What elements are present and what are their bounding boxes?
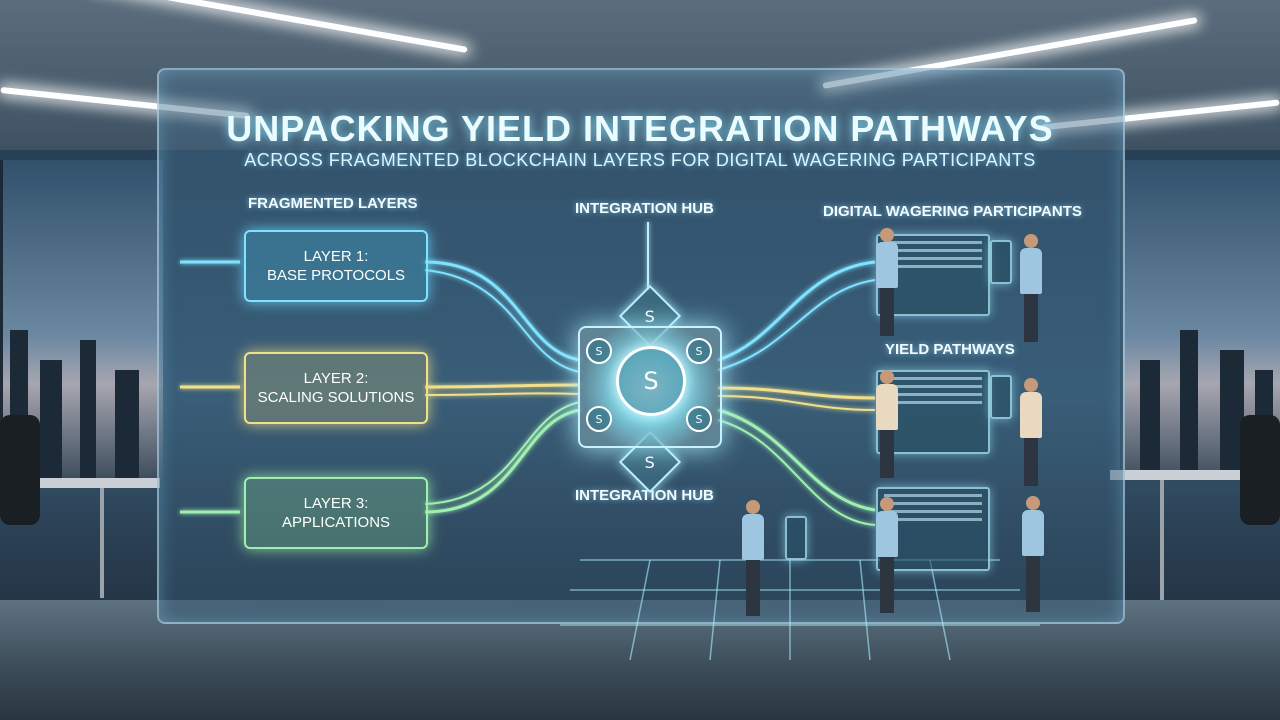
hub-node-icon: S <box>586 406 612 432</box>
hub-node-symbol: S <box>595 412 603 426</box>
section-label-digital-wagering-participants: DIGITAL WAGERING PARTICIPANTS <box>823 203 1082 220</box>
participant-person <box>876 497 898 613</box>
city-skyline <box>1180 330 1198 480</box>
layer-1-box: LAYER 1: BASE PROTOCOLS <box>244 230 428 302</box>
hub-node-icon: S <box>586 338 612 364</box>
chair <box>1240 415 1280 525</box>
desk <box>1110 470 1280 480</box>
layer-2-box: LAYER 2: SCALING SOLUTIONS <box>244 352 428 424</box>
layer-2-subtitle: SCALING SOLUTIONS <box>257 389 415 406</box>
page-title: UNPACKING YIELD INTEGRATION PATHWAYS <box>226 108 1054 149</box>
layer-2-title: LAYER 2: <box>303 369 369 387</box>
city-skyline <box>40 360 62 480</box>
city-skyline <box>1140 360 1160 480</box>
section-label-yield-pathways: YIELD PATHWAYS <box>885 341 1015 358</box>
chair <box>0 415 40 525</box>
hub-node-bottom-symbol: S <box>644 452 656 472</box>
floating-tablet <box>785 516 807 560</box>
participant-person <box>876 370 898 478</box>
participant-person <box>1020 234 1042 342</box>
hub-center-symbol: S <box>643 367 659 395</box>
city-skyline <box>115 370 139 480</box>
floating-tablet <box>990 240 1012 284</box>
hub-node-symbol: S <box>695 344 703 358</box>
layer-1-title: LAYER 1: <box>303 247 369 265</box>
city-skyline <box>80 340 96 480</box>
layer-3-box: LAYER 3: APPLICATIONS <box>244 477 428 549</box>
hub-node-icon: S <box>686 338 712 364</box>
layer-3-subtitle: APPLICATIONS <box>281 514 391 531</box>
hub-node-symbol: S <box>695 412 703 426</box>
participant-person <box>1022 496 1044 612</box>
desk-leg <box>100 488 104 598</box>
hub-node-icon: S <box>686 406 712 432</box>
desk <box>0 478 160 488</box>
floating-tablet <box>990 375 1012 419</box>
participant-person <box>876 228 898 336</box>
desk-leg <box>1160 480 1164 600</box>
hub-node-top-symbol: S <box>644 306 656 326</box>
section-label-integration-hub-bottom: INTEGRATION HUB <box>575 487 714 504</box>
layer-1-subtitle: BASE PROTOCOLS <box>266 267 406 284</box>
participant-person <box>742 500 764 616</box>
section-label-fragmented-layers: FRAGMENTED LAYERS <box>248 195 418 212</box>
layer-3-title: LAYER 3: <box>303 494 369 512</box>
hub-node-symbol: S <box>595 344 603 358</box>
participant-person <box>1020 378 1042 486</box>
section-label-integration-hub-top: INTEGRATION HUB <box>575 200 714 217</box>
page-subtitle: ACROSS FRAGMENTED BLOCKCHAIN LAYERS FOR … <box>244 150 1036 170</box>
integration-hub-icon: S <box>616 346 686 416</box>
